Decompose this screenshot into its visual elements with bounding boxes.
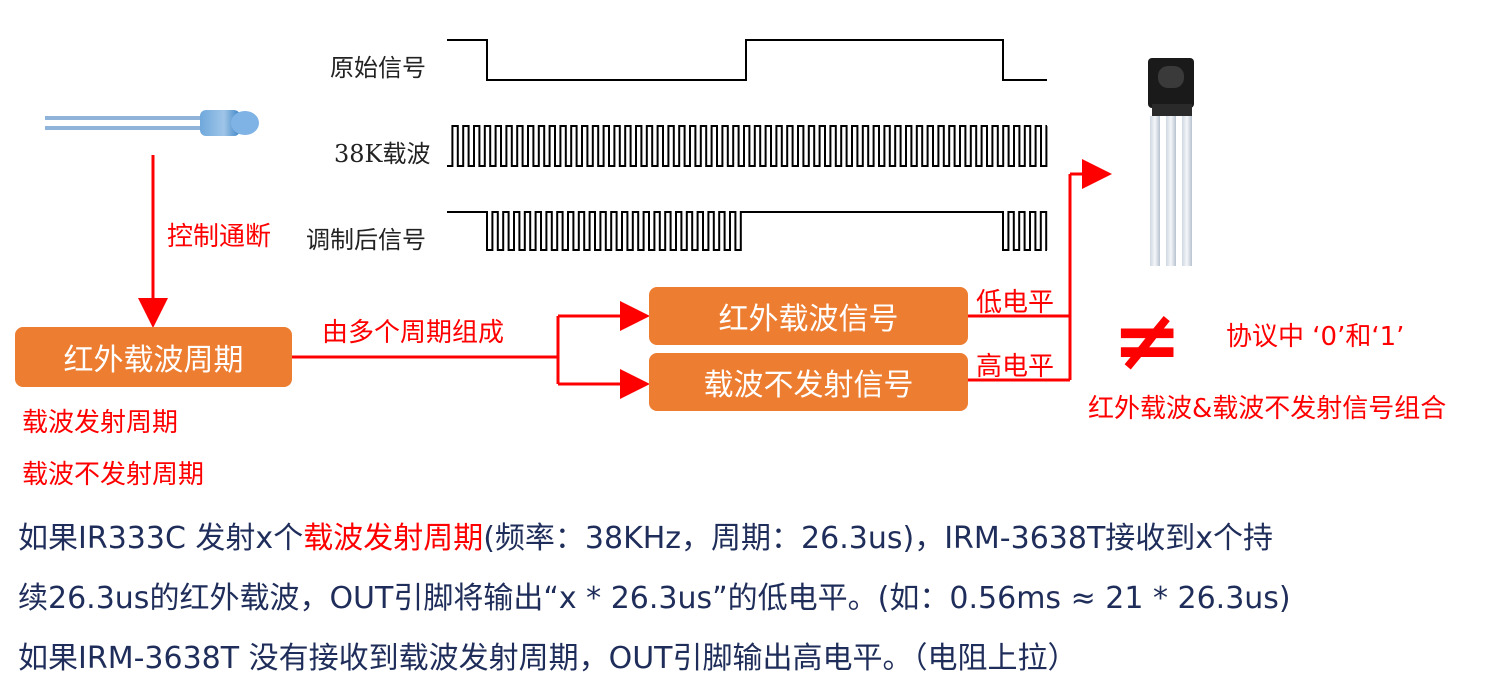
ir-carrier-box: 红外载波信号 [649, 287, 968, 345]
explanation-line-1: 如果IR333C 发射x个载波发射周期(频率：38KHz，周期：26.3us)，… [18, 513, 1273, 557]
protocol-01-label: 协议中 ‘0’和‘1’ [1226, 322, 1405, 352]
control-label: 控制通断 [167, 222, 272, 252]
original-signal-label: 原始信号 [330, 54, 426, 82]
modulated-signal-label: 调制后信号 [306, 226, 426, 254]
low-level-label: 低电平 [976, 288, 1055, 318]
emit-period-label: 载波发射周期 [22, 408, 179, 438]
carrier-waveform [447, 125, 1048, 167]
period-box: 红外载波周期 [15, 327, 292, 387]
explanation-line-1-a: 如果IR333C 发射x个 [18, 521, 304, 556]
not-equal-sign: ≠ [1112, 291, 1183, 389]
explanation-line-1-b: (频率：38KHz，周期：26.3us)，IRM-3638T接收到x个持 [483, 521, 1274, 556]
carrier-label: 38K载波 [334, 140, 431, 168]
ir-led-image [45, 110, 259, 136]
modulated-signal-waveform [447, 211, 1048, 251]
explanation-line-3: 如果IRM-3638T 没有接收到载波发射周期，OUT引脚输出高电平。（电阻上拉… [18, 641, 1078, 676]
no-emit-box: 载波不发射信号 [649, 353, 968, 411]
composed-of-label: 由多个周期组成 [322, 318, 505, 348]
no-emit-period-label: 载波不发射周期 [22, 460, 205, 490]
original-signal-waveform [447, 39, 1047, 81]
high-level-label: 高电平 [976, 352, 1055, 382]
explanation-line-2: 续26.3us的红外载波，OUT引脚将输出“x * 26.3us”的低电平。(如… [18, 581, 1291, 616]
combo-label: 红外载波&载波不发射信号组合 [1088, 394, 1447, 424]
ir-receiver-image [1148, 58, 1194, 266]
explanation-line-1-highlight: 载波发射周期 [303, 521, 484, 556]
